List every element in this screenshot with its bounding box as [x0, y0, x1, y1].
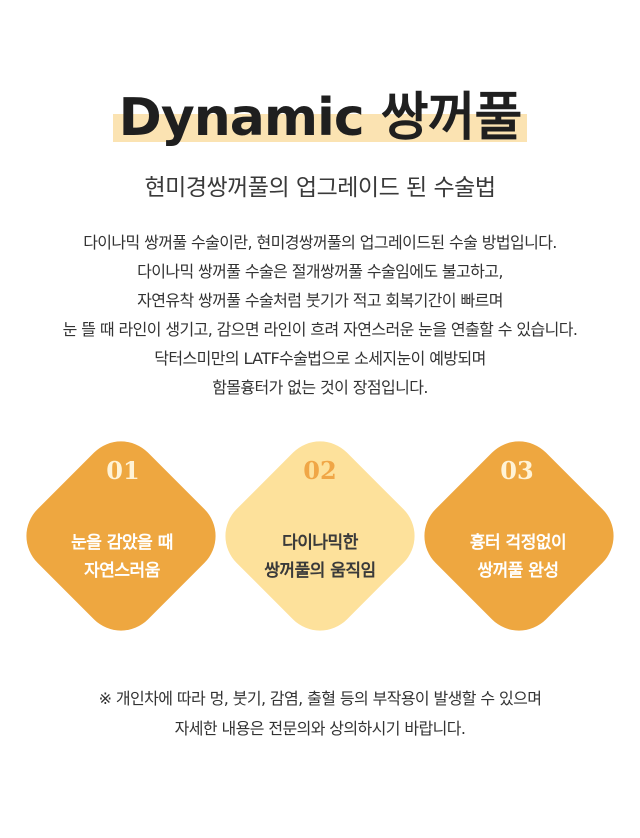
feature-label-3-line1: 흉터 걱정없이 — [469, 533, 567, 553]
features-shapes — [26, 441, 614, 631]
description-line: 다이나믹 쌍꺼풀 수술은 절개쌍꺼풀 수술임에도 불고하고, — [137, 262, 503, 281]
description-line: 눈 뜰 때 라인이 생기고, 감으면 라인이 흐려 자연스러운 눈을 연출할 수… — [62, 320, 578, 339]
description-line: 함몰흉터가 없는 것이 장점입니다. — [212, 378, 428, 397]
features-diagram: 01 02 03 눈을 감았을 때 자연스러움 다이나믹한 쌍꺼풀의 움직임 흉… — [0, 430, 640, 670]
feature-label-2-line2: 쌍꺼풀의 움직임 — [264, 561, 376, 581]
feature-number-1: 01 — [106, 456, 140, 485]
feature-label-3-line2: 쌍꺼풀 완성 — [477, 561, 559, 581]
feature-label-1: 눈을 감았을 때 자연스러움 — [32, 529, 212, 585]
description-line: 닥터스미만의 LATF수술법으로 소세지눈이 예방되며 — [154, 349, 486, 368]
feature-number-3: 03 — [500, 456, 534, 485]
feature-label-2: 다이나믹한 쌍꺼풀의 움직임 — [230, 529, 410, 585]
page-title: Dynamic 쌍꺼풀 — [112, 88, 528, 148]
feature-label-1-line2: 자연스러움 — [84, 561, 160, 581]
notice-line: 자세한 내용은 전문의와 상의하시기 바랍니다. — [174, 719, 466, 738]
description-line: 자연유착 쌍꺼풀 수술처럼 붓기가 적고 회복기간이 빠르며 — [137, 291, 503, 310]
page-subtitle: 현미경쌍꺼풀의 업그레이드 된 수술법 — [144, 175, 497, 201]
feature-shape-right — [424, 441, 614, 631]
description-block: 다이나믹 쌍꺼풀 수술이란, 현미경쌍꺼풀의 업그레이드된 수술 방법입니다. … — [0, 228, 640, 402]
notice-block: ※ 개인차에 따라 멍, 붓기, 감염, 출혈 등의 부작용이 발생할 수 있으… — [0, 684, 640, 744]
notice-line: ※ 개인차에 따라 멍, 붓기, 감염, 출혈 등의 부작용이 발생할 수 있으… — [98, 689, 542, 708]
feature-shape-center — [225, 441, 415, 631]
feature-label-2-line1: 다이나믹한 — [282, 533, 358, 553]
feature-number-2: 02 — [303, 456, 337, 485]
feature-shape-left — [26, 441, 216, 631]
feature-label-1-line1: 눈을 감았을 때 — [71, 533, 173, 553]
title-block: Dynamic 쌍꺼풀 — [0, 88, 640, 148]
page-title-text: Dynamic 쌍꺼풀 — [118, 88, 523, 148]
description-line: 다이나믹 쌍꺼풀 수술이란, 현미경쌍꺼풀의 업그레이드된 수술 방법입니다. — [83, 233, 557, 252]
feature-label-3: 흉터 걱정없이 쌍꺼풀 완성 — [428, 529, 608, 585]
